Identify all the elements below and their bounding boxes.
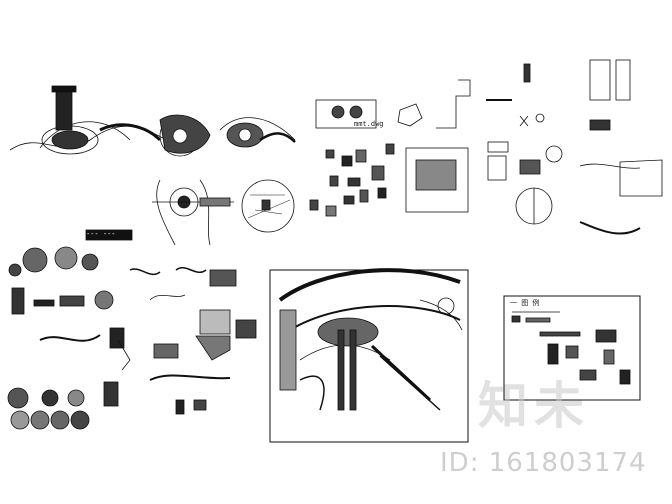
- legend-title: 一 图 例: [510, 299, 540, 307]
- top-strip-tag: --- ---: [86, 230, 116, 238]
- small-note: mmt.dwg: [354, 120, 384, 128]
- master-plan: [269, 268, 469, 443]
- legend-sheet: [503, 295, 641, 401]
- watermark-id: ID: 161803174: [440, 448, 647, 478]
- scatter-icons-mid: [309, 143, 395, 217]
- plan-vignette-2: [219, 117, 296, 148]
- axis-diagram: [152, 179, 234, 246]
- circular-detail: [241, 179, 295, 233]
- plan-vignette-1: [159, 114, 211, 157]
- watermark-logo: 知未: [478, 377, 590, 435]
- elevation-sketch: [9, 85, 171, 155]
- plan-fragments-right: [315, 59, 663, 235]
- element-library-left: [7, 229, 257, 430]
